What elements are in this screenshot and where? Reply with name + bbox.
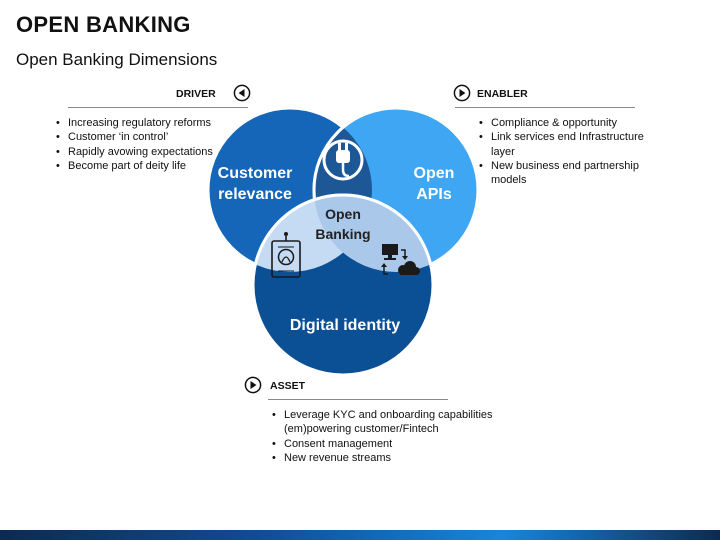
list-item: Compliance & opportunity <box>477 116 644 131</box>
center-label-line2: Banking <box>315 226 370 242</box>
list-item: Link services end Infrastructure <box>477 130 644 145</box>
driver-divider <box>68 107 248 108</box>
asset-list: Leverage KYC and onboarding capabilities… <box>270 408 493 465</box>
footer-bar <box>0 530 720 540</box>
plug-icon <box>322 139 364 181</box>
enabler-divider <box>455 107 635 108</box>
list-item: Increasing regulatory reforms <box>54 116 213 131</box>
asset-divider <box>268 399 448 400</box>
list-item: Leverage KYC and onboarding capabilities <box>270 408 493 423</box>
page-title: OPEN BANKING <box>16 12 191 37</box>
apis-label-line2: APIs <box>416 186 452 203</box>
center-label-line1: Open <box>325 206 361 222</box>
list-item: Rapidly avowing expectations <box>54 145 213 160</box>
play-right-icon <box>244 376 262 394</box>
list-item: (em)powering customer/Fintech <box>284 423 439 436</box>
enabler-heading: ENABLER <box>477 88 528 100</box>
apis-label-line1: Open <box>414 165 455 182</box>
play-right-icon <box>453 84 471 102</box>
id-card-icon <box>271 232 301 278</box>
driver-list: Increasing regulatory reforms Customer ‘… <box>54 116 213 173</box>
play-left-icon <box>233 84 251 102</box>
cloud-computer-icon <box>381 244 420 275</box>
list-item: New revenue streams <box>270 451 493 466</box>
list-item: Become part of deity life <box>54 159 213 174</box>
customer-label-line1: Customer <box>218 165 293 182</box>
asset-heading: ASSET <box>270 380 306 392</box>
list-item: Customer ‘in control’ <box>54 130 213 145</box>
customer-label-line2: relevance <box>218 186 292 203</box>
driver-heading: DRIVER <box>176 88 216 100</box>
enabler-list: Compliance & opportunity Link services e… <box>477 116 644 187</box>
overlap-apis-identity <box>314 193 435 272</box>
identity-label: Digital identity <box>290 317 400 334</box>
page-subtitle: Open Banking Dimensions <box>16 50 218 69</box>
list-item: layer <box>491 145 515 158</box>
list-item: New business end partnership <box>477 159 644 174</box>
list-item: models <box>491 174 527 187</box>
list-item: Consent management <box>270 437 493 452</box>
